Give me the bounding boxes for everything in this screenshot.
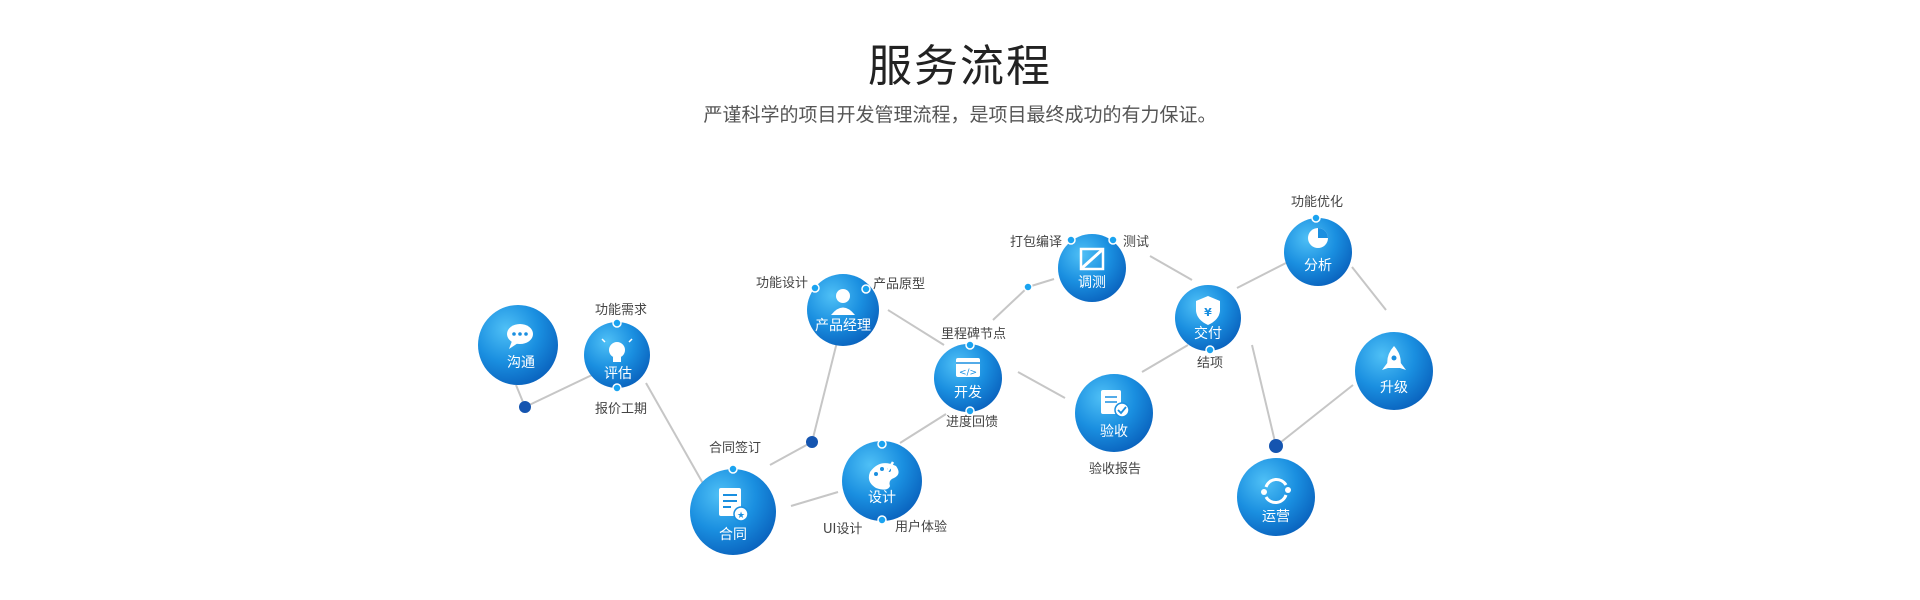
node-label: 验收 (1100, 424, 1128, 440)
junction-dots (519, 282, 1283, 453)
node-tiaoce[interactable]: 调测 (1058, 234, 1126, 302)
junction-dot (806, 436, 818, 448)
annotation: 验收报告 (1089, 461, 1141, 477)
node-shengji[interactable]: 升级 (1355, 332, 1433, 410)
palette-icon (868, 461, 899, 490)
annotation: UI设计 (823, 522, 862, 537)
shield-yen-icon: ¥ (1196, 296, 1220, 325)
node-label: 产品经理 (815, 318, 871, 334)
node-label: 调测 (1078, 275, 1106, 291)
clipboard-check-icon (1101, 390, 1130, 418)
annotation: 结项 (1197, 356, 1223, 371)
code-window-icon: </> (956, 358, 980, 378)
node-label: 评估 (604, 366, 632, 382)
annotation: 进度回馈 (946, 414, 998, 430)
annotation: 功能优化 (1291, 195, 1343, 210)
node-sheji[interactable]: 设计 (842, 439, 922, 525)
annotation: 功能需求 (595, 303, 647, 318)
annotation: 功能设计 (756, 276, 808, 291)
node-label: 分析 (1304, 258, 1332, 274)
annotation: 合同签订 (709, 440, 761, 456)
chat-bubble-icon (507, 324, 533, 349)
annotations: 功能需求 报价工期 合同签订 功能设计 产品原型 UI设计 用户体验 里程碑节点… (595, 195, 1343, 537)
annotation: 打包编译 (1010, 235, 1062, 250)
node-label: 开发 (954, 385, 982, 401)
document-icon: ★ (719, 488, 749, 522)
node-chanpin[interactable]: 产品经理 (807, 274, 879, 346)
junction-dot (519, 401, 531, 413)
node-label: 交付 (1194, 325, 1222, 342)
node-fenxi[interactable]: 分析 (1284, 213, 1352, 286)
node-yunying[interactable]: 运营 (1237, 458, 1315, 536)
cycle-arrows-icon (1261, 478, 1291, 504)
page-title: 服务流程 (868, 41, 1052, 92)
node-goutong[interactable]: 沟通 (478, 305, 558, 385)
node-kaifa[interactable]: </> 开发 (934, 340, 1002, 416)
lightbulb-icon (601, 338, 633, 362)
annotation: 测试 (1123, 235, 1149, 250)
pie-chart-icon (1308, 228, 1328, 248)
svg-text:¥: ¥ (1204, 306, 1212, 319)
node-hetong[interactable]: ★ 合同 (690, 464, 776, 555)
annotation: 用户体验 (895, 519, 947, 535)
node-yanshou[interactable]: 验收 (1075, 374, 1153, 452)
node-label: 合同 (719, 527, 747, 543)
pencil-square-icon (1079, 247, 1105, 271)
node-label: 设计 (868, 490, 896, 506)
svg-text:★: ★ (737, 511, 745, 521)
svg-text:</>: </> (959, 368, 977, 378)
user-icon (831, 289, 855, 315)
node-label: 运营 (1262, 509, 1290, 525)
junction-dot (1269, 439, 1283, 453)
node-pinggu[interactable]: 评估 (584, 318, 650, 393)
junction-dot (1023, 282, 1033, 292)
page-subtitle: 严谨科学的项目开发管理流程，是项目最终成功的有力保证。 (703, 104, 1217, 126)
rocket-icon (1382, 346, 1406, 370)
annotation: 里程碑节点 (941, 326, 1006, 342)
node-jiaofu[interactable]: ¥ 交付 (1175, 285, 1241, 355)
node-label: 升级 (1380, 380, 1408, 396)
node-label: 沟通 (507, 355, 535, 371)
annotation: 报价工期 (595, 402, 647, 417)
annotation: 产品原型 (873, 277, 925, 292)
